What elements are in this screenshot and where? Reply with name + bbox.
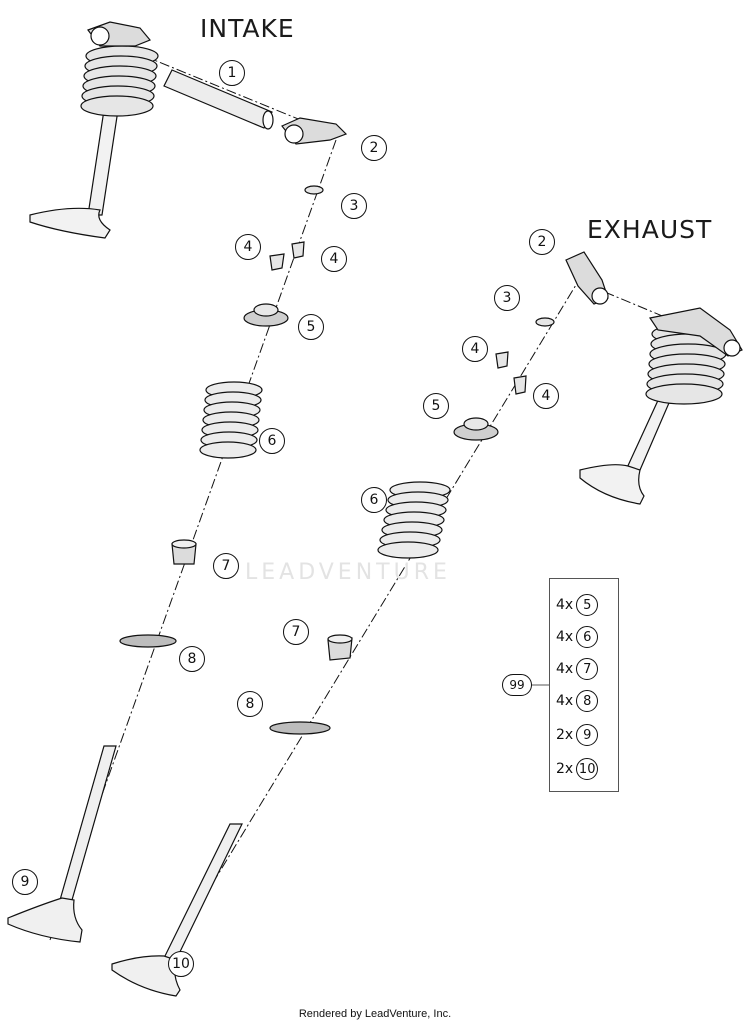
intake-keepers [269,241,305,271]
watermark: LEADVENTURE [245,560,451,585]
rocker-shaft [163,69,274,130]
intake-spring-seat [119,634,177,648]
callout-intake-9[interactable]: 9 [12,869,38,895]
callout-exhaust-6[interactable]: 6 [361,487,387,513]
callout-intake-7[interactable]: 7 [213,553,239,579]
callout-exhaust-2[interactable]: 2 [529,229,555,255]
exhaust-spring-seat [269,721,331,735]
kit-row: 2x 9 [556,723,599,747]
kit-contents-box: 4x 5 4x 6 4x 7 4x 8 2x 9 2x 10 [549,578,619,792]
kit-row: 4x 6 [556,625,599,649]
kit-qty: 4x [556,661,574,677]
kit-qty: 4x [556,629,574,645]
kit-qty: 4x [556,597,574,613]
exhaust-shim [535,317,555,327]
exhaust-valve-spring [377,481,451,559]
exhaust-spring-retainer [453,417,499,441]
exhaust-shaft-axis [587,284,721,341]
kit-part-callout[interactable]: 9 [576,724,599,746]
intake-valve-spring [199,381,263,459]
callout-intake-6[interactable]: 6 [259,428,285,454]
kit-row: 4x 5 [556,593,599,617]
footer-credit: Rendered by LeadVenture, Inc. [298,1008,452,1020]
kit-part-callout[interactable]: 7 [576,658,599,680]
callout-intake-5[interactable]: 5 [298,314,324,340]
callout-exhaust-3[interactable]: 3 [494,285,520,311]
callout-exhaust-7[interactable]: 7 [283,619,309,645]
callout-exhaust-4a[interactable]: 4 [462,336,488,362]
kit-row: 2x 10 [556,757,599,781]
kit-part-callout[interactable]: 10 [576,758,599,780]
callout-kit-99[interactable]: 99 [502,674,532,696]
callout-intake-4b[interactable]: 4 [321,246,347,272]
kit-part-callout[interactable]: 8 [576,690,599,712]
exhaust-title: EXHAUST [587,215,713,244]
intake-spring-retainer [243,303,289,327]
callout-exhaust-8[interactable]: 8 [237,691,263,717]
exhaust-keepers [495,351,527,395]
kit-part-callout[interactable]: 5 [576,594,599,616]
intake-valve [7,745,117,943]
callout-exhaust-4b[interactable]: 4 [533,383,559,409]
exhaust-valve-stem-seal [327,634,353,661]
kit-row: 4x 8 [556,689,599,713]
callout-intake-3[interactable]: 3 [341,193,367,219]
kit-qty: 2x [556,727,574,743]
kit-row: 4x 7 [556,657,599,681]
kit-qty: 4x [556,693,574,709]
callout-intake-2[interactable]: 2 [361,135,387,161]
exhaust-rocker-arm [565,251,609,305]
intake-rocker-arm [281,117,348,145]
intake-shim [304,185,324,195]
callout-intake-10[interactable]: 10 [168,951,194,977]
intake-title: INTAKE [200,14,295,43]
callout-exhaust-5[interactable]: 5 [423,393,449,419]
callout-intake-1[interactable]: 1 [219,60,245,86]
callout-intake-4a[interactable]: 4 [235,234,261,260]
exhaust-axis-line [159,274,583,971]
exhaust-assembled-valve [579,307,743,505]
intake-valve-stem-seal [171,539,197,565]
kit-part-callout[interactable]: 6 [576,626,599,648]
kit-qty: 2x [556,761,574,777]
callout-intake-8[interactable]: 8 [179,646,205,672]
intake-assembled-valve [29,21,159,239]
